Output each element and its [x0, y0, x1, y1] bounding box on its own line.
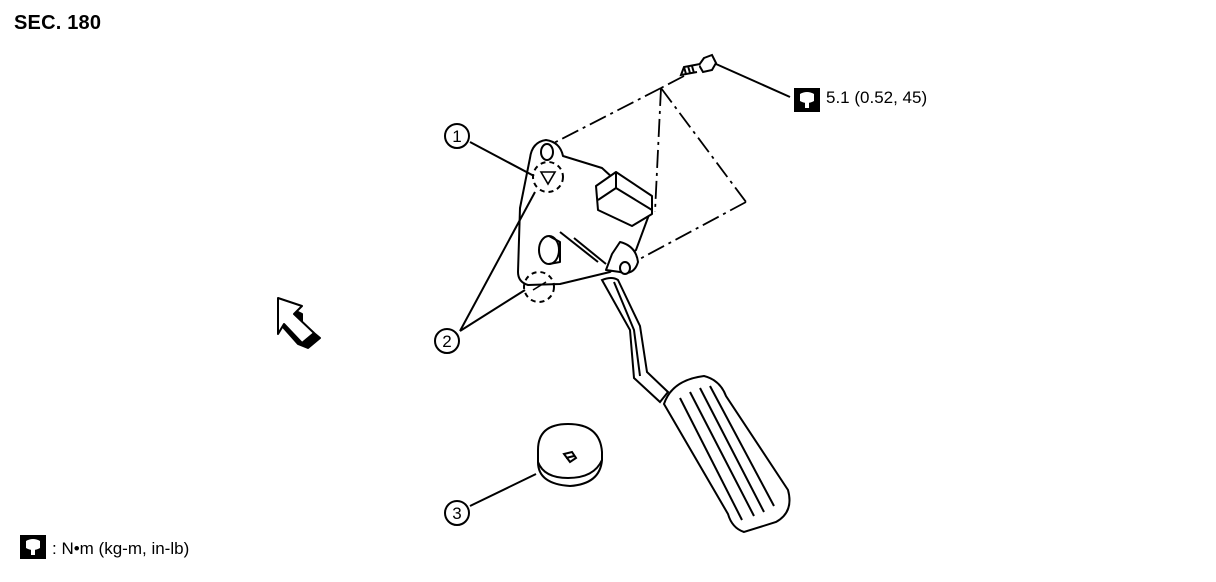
bolt	[679, 53, 718, 77]
callout-1: 1	[444, 123, 470, 149]
locator-pins	[532, 171, 557, 291]
front-direction-arrow-icon	[277, 297, 321, 349]
callout-1-number: 1	[452, 127, 461, 146]
callout-2: 2	[434, 328, 460, 354]
assembly-lines	[547, 75, 747, 262]
pedal-arm	[600, 277, 670, 404]
locator-circles	[523, 161, 564, 303]
sec-title: SEC. 180	[14, 12, 102, 34]
callout-leaders	[459, 141, 537, 507]
callout-2-number: 2	[442, 332, 451, 351]
callout-3: 3	[444, 500, 470, 526]
torque-wrench-icon	[794, 88, 820, 112]
torque-leader	[715, 63, 791, 98]
callout-3-number: 3	[452, 504, 461, 523]
pedal-pad	[662, 374, 791, 534]
legend-torque-wrench-icon	[20, 535, 46, 559]
torque-unit-legend: : N•m (kg-m, in-lb)	[52, 539, 190, 558]
pedal-sensor-body	[517, 139, 653, 286]
torque-spec-value: 5.1 (0.52, 45)	[826, 88, 928, 107]
round-cap	[537, 422, 603, 488]
